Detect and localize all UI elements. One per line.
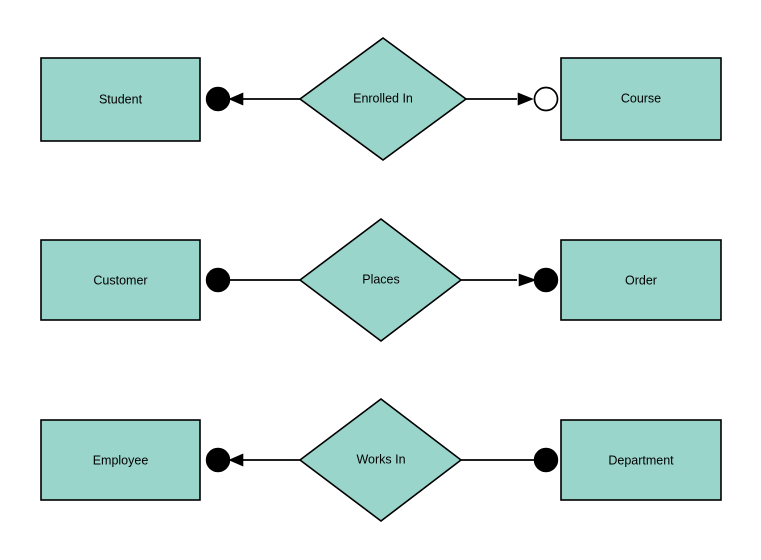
entity-label-department: Department bbox=[608, 453, 674, 467]
relationship-label-places: Places bbox=[362, 272, 400, 286]
relationship-diamond-places[interactable] bbox=[298, 217, 463, 343]
arrowhead-right-order bbox=[518, 273, 537, 287]
arrowhead-left-student bbox=[228, 92, 244, 106]
entity-label-order: Order bbox=[625, 273, 657, 287]
cardinality-dot-filled-student[interactable] bbox=[205, 86, 231, 112]
cardinality-dot-filled-order[interactable] bbox=[533, 267, 559, 293]
relationship-group-places: Customer Places Order bbox=[40, 217, 722, 343]
entity-label-customer: Customer bbox=[93, 273, 147, 287]
entity-label-student: Student bbox=[99, 92, 143, 106]
cardinality-dot-hollow-course[interactable] bbox=[533, 86, 559, 112]
relationship-label-works-in: Works In bbox=[356, 452, 405, 466]
relationship-group-works-in: Employee Works In Department bbox=[40, 397, 722, 523]
cardinality-dot-filled-department[interactable] bbox=[533, 447, 559, 473]
entity-box-department[interactable] bbox=[560, 419, 722, 501]
entity-label-employee: Employee bbox=[93, 453, 149, 467]
entity-box-order[interactable] bbox=[560, 239, 722, 321]
entity-box-employee[interactable] bbox=[40, 419, 201, 501]
entity-box-student[interactable] bbox=[40, 57, 201, 142]
cardinality-dot-filled-customer[interactable] bbox=[205, 267, 231, 293]
relationship-diamond-enrolled-in[interactable] bbox=[298, 37, 468, 161]
cardinality-dot-filled-employee[interactable] bbox=[205, 447, 231, 473]
entity-label-course: Course bbox=[621, 91, 661, 105]
arrowhead-right-course bbox=[517, 92, 534, 106]
entity-box-course[interactable] bbox=[560, 57, 722, 141]
relationship-label-enrolled-in: Enrolled In bbox=[353, 91, 413, 105]
relationship-diamond-works-in[interactable] bbox=[298, 397, 463, 523]
relationship-group-enrolled-in: Student Enrolled In Course bbox=[40, 37, 722, 161]
arrowhead-left-employee bbox=[228, 453, 244, 467]
entity-box-customer[interactable] bbox=[40, 239, 201, 321]
